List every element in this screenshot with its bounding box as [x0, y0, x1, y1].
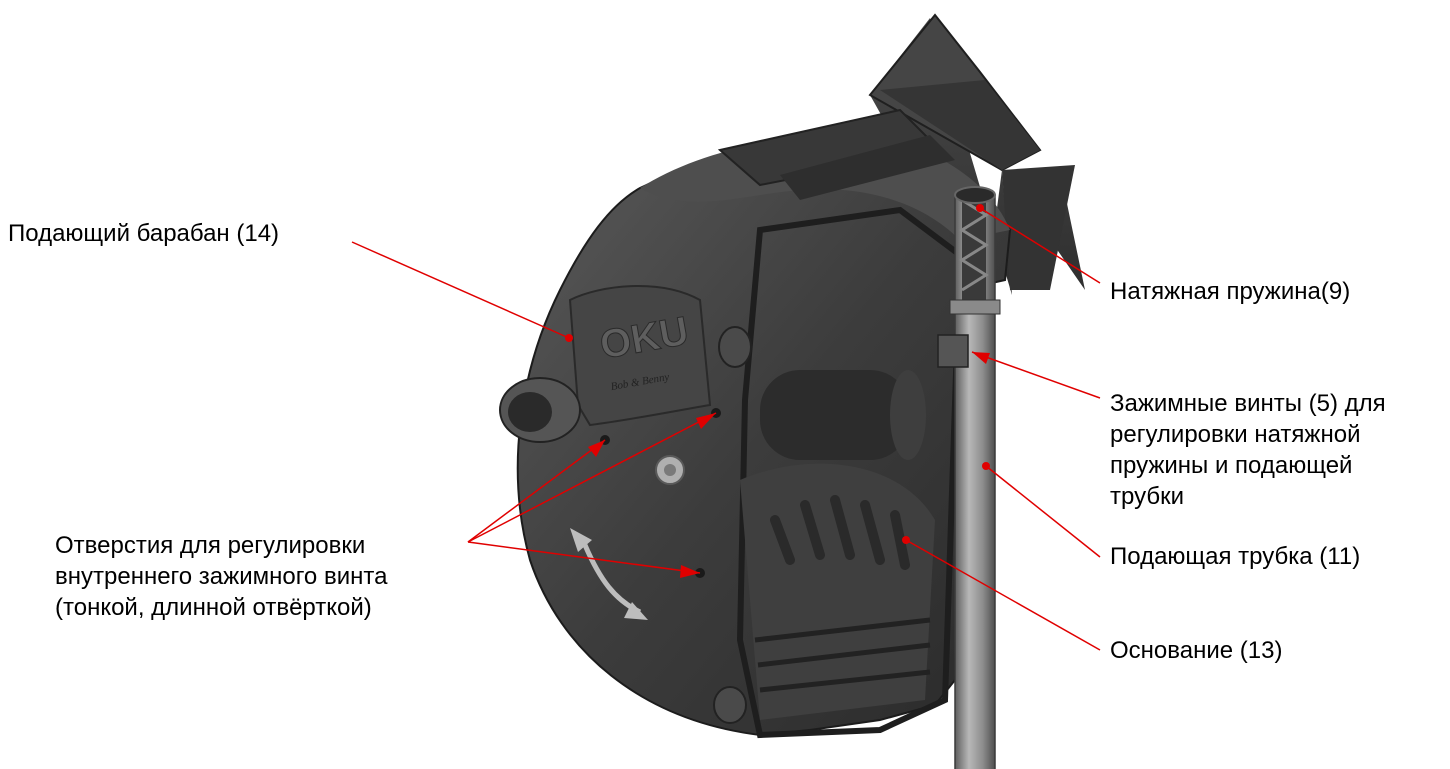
label-clamp-screws: Зажимные винты (5) для регулировки натяж… — [1110, 388, 1386, 512]
leader-drum-dot — [565, 334, 573, 342]
leader-holes-2 — [467, 412, 717, 543]
leader-tube-dot — [982, 462, 990, 470]
arrow-hole-2 — [696, 413, 716, 429]
arrow-hole-3 — [680, 565, 700, 578]
leader-base-dot — [902, 536, 910, 544]
label-adjust-holes: Отверстия для регулировки внутреннего за… — [55, 530, 387, 623]
label-clamp-screws-line2: регулировки натяжной — [1110, 421, 1361, 448]
leader-spring — [979, 207, 1101, 284]
label-clamp-screws-line1: Зажимные винты (5) для — [1110, 390, 1386, 417]
leader-holes-3 — [467, 541, 701, 574]
label-adjust-holes-line1: Отверстия для регулировки — [55, 532, 366, 559]
label-clamp-screws-line4: трубки — [1110, 483, 1184, 510]
label-tension-spring-text: Натяжная пружина(9) — [1110, 278, 1351, 305]
drum-body — [499, 108, 1012, 739]
leader-holes-1 — [467, 439, 606, 543]
leader-drum — [351, 241, 570, 339]
label-tension-spring: Натяжная пружина(9) — [1110, 276, 1350, 307]
leader-spring-dot — [976, 204, 984, 212]
leader-lines — [351, 204, 1101, 651]
label-feed-drum-text: Подающий барабан (14) — [8, 220, 280, 247]
label-feed-drum: Подающий барабан (14) — [8, 218, 279, 249]
leader-tube — [985, 465, 1101, 558]
label-adjust-holes-line3: (тонкой, длинной отвёрткой) — [55, 594, 372, 621]
label-clamp-screws-line3: пружины и подающей — [1110, 452, 1353, 479]
label-base: Основание (13) — [1110, 635, 1282, 666]
feed-tube — [937, 186, 1001, 769]
label-feed-tube-text: Подающая трубка (11) — [1110, 543, 1361, 570]
label-feed-tube: Подающая трубка (11) — [1110, 541, 1360, 572]
leader-screws — [971, 351, 1101, 399]
hopper — [868, 13, 1085, 300]
arrow-screws — [972, 352, 990, 364]
label-base-text: Основание (13) — [1110, 637, 1283, 664]
label-adjust-holes-line2: внутреннего зажимного винта — [55, 563, 388, 590]
arrow-hole-1 — [588, 440, 605, 457]
leader-base — [905, 539, 1101, 651]
